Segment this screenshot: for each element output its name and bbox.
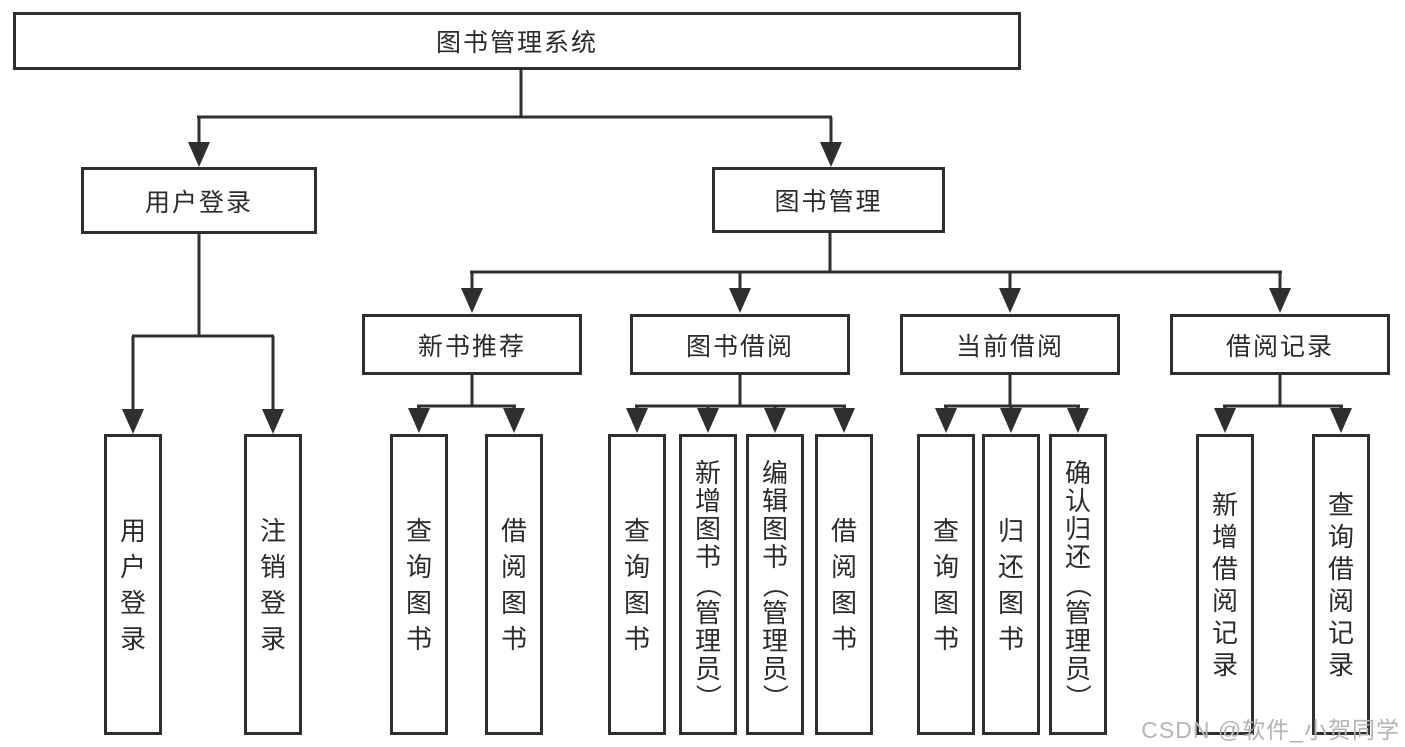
node-leaf-query-books-3: 查询图书 bbox=[917, 434, 975, 735]
leaf-label: 查询图书 bbox=[405, 515, 432, 654]
node-leaf-logout: 注销登录 bbox=[244, 434, 302, 735]
node-leaf-confirm-return-admin: 确认归还（管理员） bbox=[1049, 434, 1107, 735]
leaf-label: 新增图书（管理员） bbox=[692, 457, 723, 710]
arrowhead-icons bbox=[122, 142, 1352, 434]
leaf-label: 查询图书 bbox=[932, 515, 959, 654]
node-book-mgmt: 图书管理 bbox=[712, 167, 945, 233]
node-leaf-add-books-admin: 新增图书（管理员） bbox=[679, 434, 737, 735]
leaf-label: 查询图书 bbox=[623, 515, 650, 654]
node-book-borrow: 图书借阅 bbox=[630, 314, 850, 375]
node-user-login-label: 用户登录 bbox=[144, 188, 253, 217]
node-borrow-records-label: 借阅记录 bbox=[1225, 332, 1334, 361]
leaf-label: 用户登录 bbox=[119, 515, 146, 654]
node-new-books: 新书推荐 bbox=[362, 314, 582, 375]
leaf-label: 编辑图书（管理员） bbox=[759, 457, 790, 710]
node-leaf-borrow-books-2: 借阅图书 bbox=[815, 434, 873, 735]
leaf-label: 查询借阅记录 bbox=[1327, 489, 1354, 680]
node-book-mgmt-label: 图书管理 bbox=[774, 188, 883, 216]
leaf-label: 新增借阅记录 bbox=[1211, 489, 1238, 680]
node-leaf-query-books-2: 查询图书 bbox=[608, 434, 666, 735]
leaf-label: 确认归还（管理员） bbox=[1062, 457, 1093, 710]
node-root: 图书管理系统 bbox=[13, 12, 1021, 70]
node-current-borrow-label: 当前借阅 bbox=[955, 332, 1064, 361]
node-book-borrow-label: 图书借阅 bbox=[685, 332, 794, 361]
node-leaf-add-borrow-record: 新增借阅记录 bbox=[1196, 434, 1254, 735]
node-root-label: 图书管理系统 bbox=[435, 29, 598, 57]
node-leaf-return-books: 归还图书 bbox=[982, 434, 1040, 735]
node-leaf-query-borrow-record: 查询借阅记录 bbox=[1312, 434, 1370, 735]
node-current-borrow: 当前借阅 bbox=[900, 314, 1120, 375]
node-new-books-label: 新书推荐 bbox=[417, 332, 526, 361]
leaf-label: 注销登录 bbox=[259, 515, 286, 654]
watermark: CSDN @软件_小贺同学 bbox=[1141, 717, 1400, 743]
leaf-label: 借阅图书 bbox=[500, 515, 527, 654]
node-leaf-borrow-books-1: 借阅图书 bbox=[485, 434, 543, 735]
leaf-label: 借阅图书 bbox=[830, 515, 857, 654]
node-leaf-user-login: 用户登录 bbox=[104, 434, 162, 735]
node-user-login: 用户登录 bbox=[81, 167, 317, 234]
node-leaf-edit-books-admin: 编辑图书（管理员） bbox=[746, 434, 804, 735]
node-borrow-records: 借阅记录 bbox=[1170, 314, 1390, 375]
leaf-label: 归还图书 bbox=[997, 515, 1024, 654]
node-leaf-query-books-1: 查询图书 bbox=[390, 434, 448, 735]
